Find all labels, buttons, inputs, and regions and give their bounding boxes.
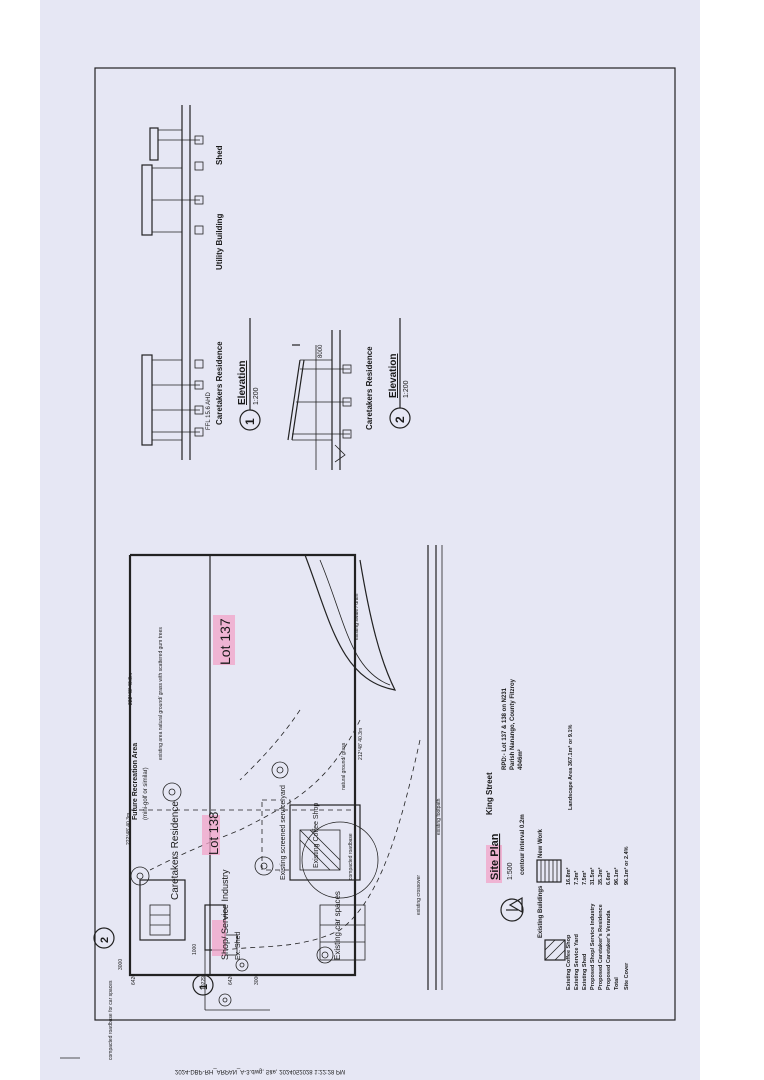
schedule-label: Existing Shed [582,954,588,990]
elevation-1-scale: 1:200 [253,387,260,405]
fll-label: FFL 15.6 AHD [206,392,212,430]
schedule-value: 96.1m² or 2.4% [623,846,630,885]
elevation-2-number: 2 [393,416,407,423]
existing-area-note: existing area natural ground/ grass with… [158,627,164,760]
elevation-1-number: 1 [243,418,257,425]
site-plan: Lot 137 Lot 138 Future Recreation Area (… [93,545,502,1060]
bearing-1-label: 222°48' 40.3m [126,813,132,845]
ex-shed-label: Ex. Shed [235,931,242,960]
schedule-label: Existing Service Yard [574,934,580,990]
schedule-label: Proposed Caretaker's Residence [598,904,604,990]
natural-grass-label: natural ground/ grass [341,742,347,790]
dim-0: 3000 [118,959,124,970]
elevation-2-title: Elevation [388,354,399,398]
caretakers-label: Caretakers Residence [170,801,181,900]
elevation-2-dimension: 8000 [318,344,324,358]
site-callout-2-number: 2 [99,937,111,943]
site-callout-1-number: 1 [198,984,210,990]
service-yard-label: Existing screened service yard [280,785,287,880]
drawing-border [94,67,676,1021]
schedule-value: 31.5m² [589,867,596,885]
site-plan-title: Site Plan [489,833,501,880]
shed-label: Shed [215,145,224,165]
street-label: King Street [485,772,494,815]
schedule-label: Site Cover [624,962,630,990]
bearing-2-label: 222°48' 40.3m [128,673,134,705]
bearing-3-label: 212°48' 40.3m [358,728,364,760]
elevation-2-scale: 1:200 [403,380,410,398]
site-callout-1 [192,974,214,996]
elevation-1-caption: Caretakers Residence [215,341,224,425]
schedule-label: Total [614,977,620,990]
footpath-label: existing footpath [436,798,442,835]
area-label: 4046m² [517,749,524,770]
parish-label: Parish Nanango, County Fitzroy [510,678,516,770]
dim-4: 6420 [228,974,234,985]
dim-1: 10229 [201,976,207,990]
rpd-label: RPD:- Lot 137 & 138 on N231 [502,687,508,770]
shop-industry-label: Shop/ Service Industry [220,869,230,960]
elevation-2-caption: Caretakers Residence [365,346,374,430]
dim-3: 6420 [131,974,137,985]
dim-2: 1000 [192,944,198,955]
landscape-area-label: Landscape Area 367.1m² or 9.1% [567,724,574,810]
compacted-label: compacted roadbase for car spaces [108,980,114,1060]
schedule-value: 16.8m² [565,867,572,885]
area-schedule: Existing Coffee Shop 16.8m² Existing Ser… [565,846,630,990]
compacted2-label: compacted roadbase [348,833,354,880]
legend-new-label: New Work [538,828,544,858]
drawing-sheet [40,0,700,1080]
elevation-1-title: Elevation [237,361,248,405]
schedule-value: 6.6m² [605,870,612,885]
schedule-label: Proposed Shop/ Service Industry [590,903,596,990]
site-plan-scale: 1:500 [507,862,514,880]
schedule-label: Existing Coffee Shop [566,934,572,990]
elevation-2: 8000 Caretakers Residence 2 Elevation 1:… [287,318,411,470]
crossover-label: existing crossover [416,875,422,915]
dim-5: 3000 [254,974,260,985]
schedule-label: Proposed Caretaker's Veranda [606,909,612,990]
future-area-note: (mini-golf or similar) [143,767,149,820]
future-area-label: Future Recreation Area [132,743,139,820]
site-callout-2 [93,927,115,949]
schedule-value: 96.1m² [613,867,620,885]
plot-stamp: 2024-DBP-RH_ARPAN_A-3.dwg, Site, 2024052… [175,1068,345,1074]
schedule-value: 7.3m² [573,870,580,885]
utility-building-label: Utility Building [215,213,224,270]
coffee-shop-label: Existing Coffee Shop [313,803,320,868]
lot-137-label: Lot 137 [217,618,233,665]
contour-label: contour interval 0.2m [520,814,526,875]
schedule-value: 7.5m² [581,870,588,885]
lot-138-label: Lot 138 [206,812,221,855]
swale-label: existing swale / drain [354,593,360,640]
elevation-1: FFL 15.6 AHD Utility Building Shed Caret… [141,105,261,460]
legend-existing-label: Existing Buildings [538,885,544,938]
schedule-value: 35.3m² [597,867,604,885]
site-plan-title-block: Site Plan 1:500 contour interval 0.2m RP… [489,678,630,990]
car-spaces-label: Existing car spaces [333,891,342,960]
north-indicator [500,898,524,922]
